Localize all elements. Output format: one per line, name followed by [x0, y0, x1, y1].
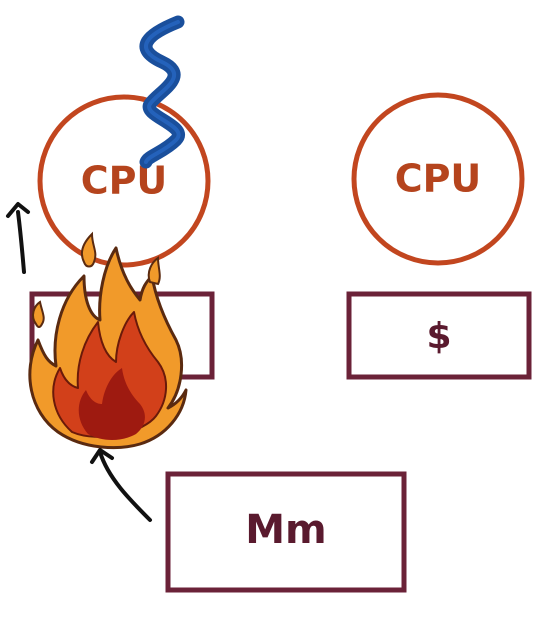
cache-right: $ [346, 291, 532, 380]
cpu-right-circle [351, 92, 525, 266]
memory: Mm [165, 471, 407, 593]
cpu-left-label: CPU [81, 159, 168, 203]
squiggle-highlight [144, 20, 181, 164]
cpu-right: CPU [351, 92, 525, 266]
cache-right-box [346, 291, 532, 380]
memory-box [165, 471, 407, 593]
heat-arrow [90, 448, 152, 522]
cpu-left-circle [37, 94, 211, 268]
memory-label: Mm [245, 507, 326, 553]
ember-1 [80, 231, 97, 268]
arrow-icon [6, 202, 30, 274]
fire-icon [28, 231, 188, 450]
ember-3 [147, 256, 161, 286]
cache-right-label: $ [426, 316, 451, 357]
ember-2 [32, 300, 45, 328]
cpu-left: CPU [37, 94, 211, 268]
cpu-right-label: CPU [395, 157, 482, 201]
